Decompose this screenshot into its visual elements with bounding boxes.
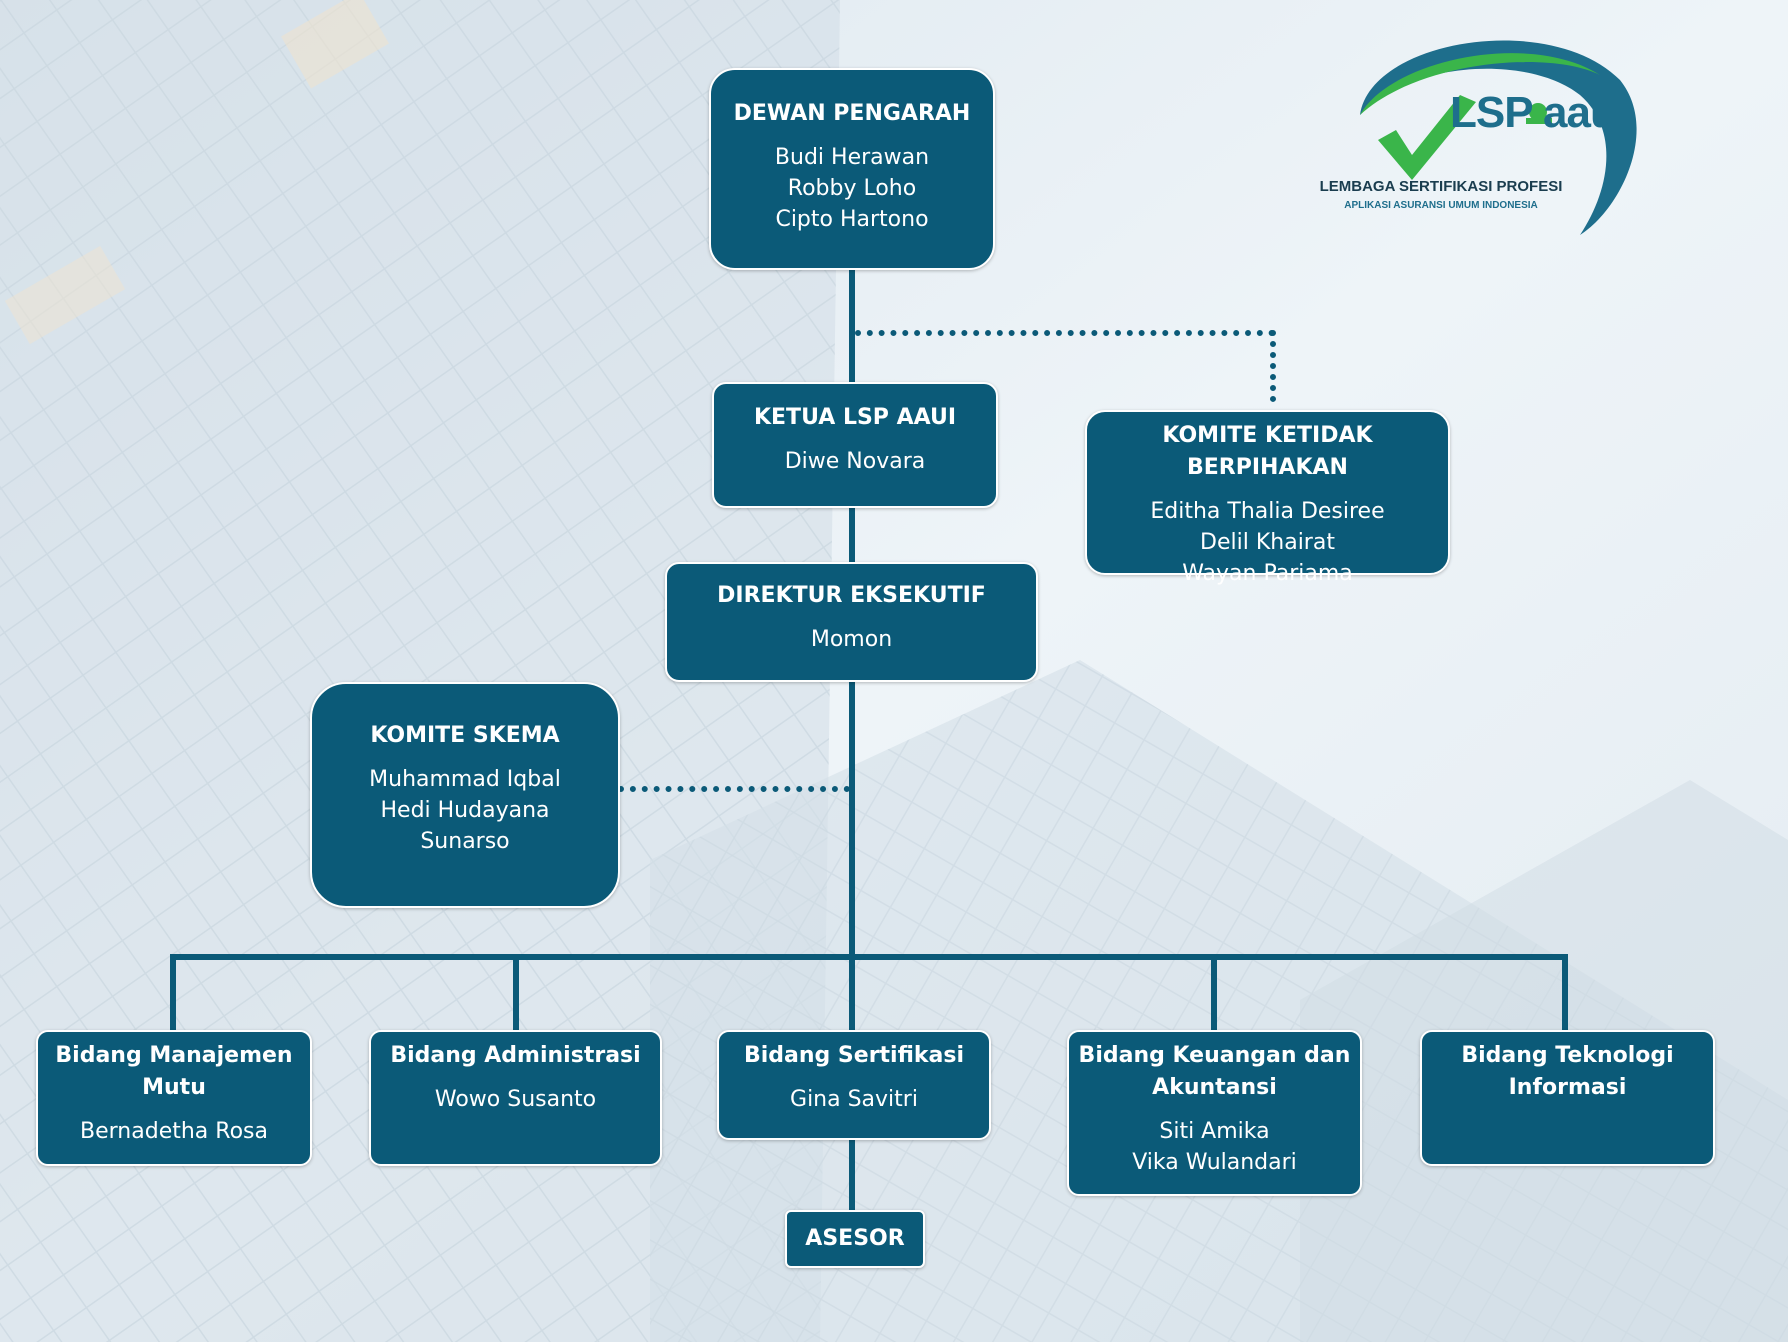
node-bidang-administrasi: Bidang Administrasi Wowo Susanto xyxy=(369,1030,662,1166)
logo-line1: LEMBAGA SERTIFIKASI PROFESI xyxy=(1319,178,1563,195)
node-title-line: Akuntansi xyxy=(1152,1075,1277,1100)
node-title: KOMITE SKEMA xyxy=(370,723,560,748)
member-name: Gina Savitri xyxy=(790,1087,918,1112)
node-title: KOMITE KETIDAK BERPIHAKAN xyxy=(1162,423,1373,480)
node-title: ASESOR xyxy=(805,1226,905,1251)
node-komite-skema: KOMITE SKEMA Muhammad Iqbal Hedi Hudayan… xyxy=(310,682,620,908)
member-name: Siti Amika xyxy=(1159,1119,1270,1144)
member-name: Momon xyxy=(810,627,893,652)
node-title-line: Bidang Keuangan dan xyxy=(1078,1043,1351,1068)
node-komite-ketidak-berpihakan: KOMITE KETIDAK BERPIHAKAN Editha Thalia … xyxy=(1085,410,1450,586)
connector-main-vertical xyxy=(849,268,855,1268)
member-name: Diwe Novara xyxy=(784,449,926,474)
node-asesor: ASESOR xyxy=(785,1210,925,1268)
dotted-connector-ketidak-horizontal xyxy=(855,330,1275,336)
member-name: Cipto Hartono xyxy=(775,207,929,232)
node-bidang-keuangan-akuntansi: Bidang Keuangan dan Akuntansi Siti Amika… xyxy=(1067,1030,1362,1196)
member-name: Muhammad Iqbal xyxy=(369,767,561,792)
logo-line2: APLIKASI ASURANSI UMUM INDONESIA xyxy=(1344,200,1538,211)
member-name: Vika Wulandari xyxy=(1132,1150,1297,1175)
node-title: DEWAN PENGARAH xyxy=(733,101,971,126)
connector-bidang-horizontal xyxy=(170,954,1568,960)
node-title-line: Bidang Manajemen xyxy=(55,1043,293,1068)
node-title-line: Mutu xyxy=(142,1075,206,1100)
node-bidang-teknologi-informasi: Bidang Teknologi Informasi xyxy=(1420,1030,1715,1166)
node-title-line: Bidang Administrasi xyxy=(390,1043,641,1068)
member-name: Wayan Pariama xyxy=(1182,561,1353,586)
dotted-connector-ketidak-vertical xyxy=(1270,330,1276,402)
member-name: Delil Khairat xyxy=(1200,530,1335,555)
connector-administrasi xyxy=(513,954,519,1034)
node-title: DIREKTUR EKSEKUTIF xyxy=(717,583,986,608)
member-name: Hedi Hudayana xyxy=(380,798,550,823)
connector-mutu xyxy=(170,954,176,1034)
node-title: KETUA LSP AAUI xyxy=(753,405,957,430)
node-bidang-sertifikasi: Bidang Sertifikasi Gina Savitri xyxy=(717,1030,991,1140)
node-direktur-eksekutif: DIREKTUR EKSEKUTIF Momon xyxy=(665,562,1038,682)
node-title-line: Informasi xyxy=(1508,1075,1627,1100)
logo-mark-text: LSP aaui xyxy=(1450,88,1628,137)
member-name: Budi Herawan xyxy=(774,145,930,170)
node-ketua-lsp: KETUA LSP AAUI Diwe Novara xyxy=(712,382,998,508)
member-name: Sunarso xyxy=(420,829,510,854)
node-title-line: Bidang Sertifikasi xyxy=(743,1043,965,1068)
member-name: Bernadetha Rosa xyxy=(80,1119,268,1144)
dotted-connector-skema xyxy=(618,786,850,792)
member-name: Robby Loho xyxy=(787,176,917,201)
member-name: Editha Thalia Desiree xyxy=(1150,499,1385,524)
node-title-line: Bidang Teknologi xyxy=(1461,1043,1674,1068)
node-dewan-pengarah: DEWAN PENGARAH Budi Herawan Robby Loho C… xyxy=(709,68,995,270)
member-name: Wowo Susanto xyxy=(434,1087,597,1112)
node-bidang-manajemen-mutu: Bidang Manajemen Mutu Bernadetha Rosa xyxy=(36,1030,312,1166)
lsp-aaui-logo: LSP aaui LEMBAGA SERTIFIKASI PROFESI APL… xyxy=(1300,20,1640,250)
logo-emblem xyxy=(1360,40,1637,235)
connector-teknologi xyxy=(1562,954,1568,1034)
connector-keuangan xyxy=(1211,954,1217,1034)
